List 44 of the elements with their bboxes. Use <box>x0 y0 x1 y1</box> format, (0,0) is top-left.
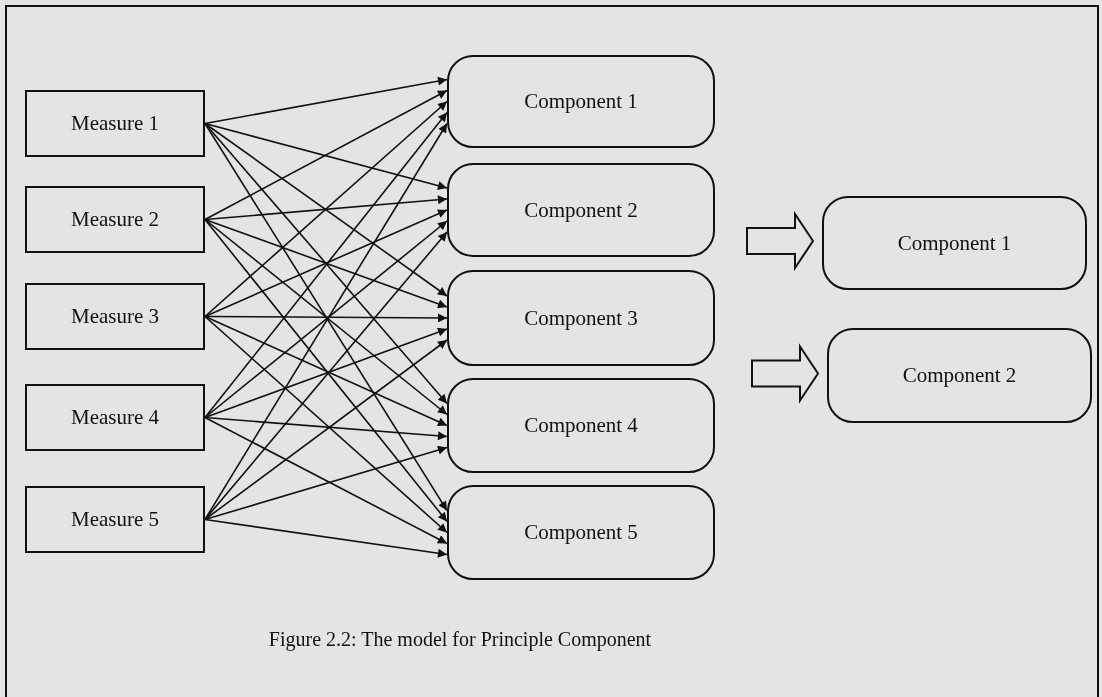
arrow <box>204 76 448 125</box>
node-label: Measure 5 <box>70 507 160 532</box>
arrow <box>204 416 448 441</box>
measure-box <box>25 90 205 157</box>
node-label: Measure 3 <box>70 304 160 329</box>
arrow <box>204 218 448 309</box>
node-label: Component 4 <box>524 413 638 438</box>
component-box <box>447 55 715 148</box>
component-box <box>822 196 1087 290</box>
arrow <box>204 327 448 419</box>
node-label: Component 1 <box>524 89 638 114</box>
node-label: Component 2 <box>524 197 638 223</box>
arrow <box>204 195 448 221</box>
arrow <box>204 122 448 297</box>
block-arrow <box>751 343 820 404</box>
figure-caption: Figure 2.2: The model for Principle Component <box>267 628 653 651</box>
arrow <box>204 313 448 323</box>
component-box <box>447 485 715 580</box>
measure-box <box>25 186 205 253</box>
component-box <box>447 270 715 366</box>
arrow <box>204 315 448 534</box>
arrow <box>204 89 448 221</box>
arrow <box>204 122 448 191</box>
arrow <box>204 315 448 427</box>
measure-box <box>25 486 205 553</box>
node-label: Measure 4 <box>70 405 160 430</box>
arrow <box>204 339 448 521</box>
node-label: Component 3 <box>524 305 638 331</box>
arrow <box>204 445 448 521</box>
node-label: Measure 2 <box>70 207 160 232</box>
node-label: Component 2 <box>902 363 1017 388</box>
node-label: Component 1 <box>897 230 1012 256</box>
node-label: Measure 1 <box>70 111 160 136</box>
arrow <box>204 100 448 318</box>
component-box <box>447 378 715 473</box>
component-box <box>447 163 715 257</box>
arrow <box>204 209 448 318</box>
arrow <box>204 416 448 545</box>
component-box <box>827 328 1092 423</box>
node-label: Component 5 <box>524 520 638 545</box>
arrow <box>204 518 448 558</box>
block-arrow <box>746 210 815 272</box>
measure-box <box>25 384 205 451</box>
measure-box <box>25 283 205 350</box>
